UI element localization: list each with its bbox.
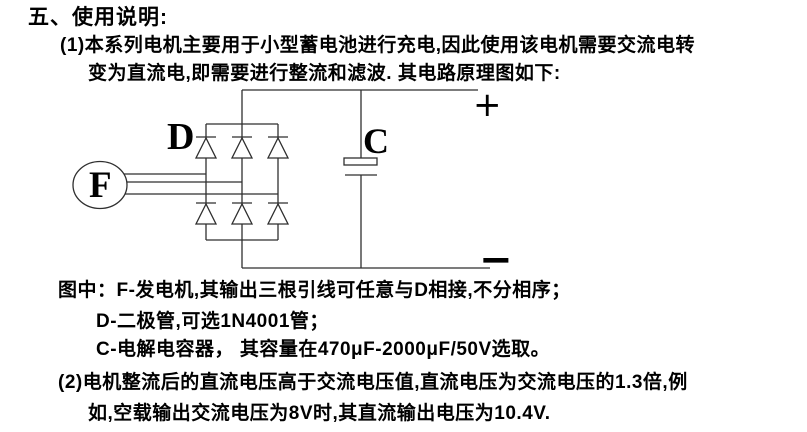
diode-top-1 xyxy=(194,136,218,159)
capacitor-symbol xyxy=(343,90,378,268)
diode-bottom-3 xyxy=(266,202,290,225)
paragraph-2-line-2: 如,空载输出交流电压为8V时,其直流输出电压为10.4V. xyxy=(88,403,551,424)
positive-terminal-label: + xyxy=(473,85,502,125)
paragraph-2-line-1: (2)电机整流后的直流电压高于交流电压值,直流电压为交流电压的1.3倍,例 xyxy=(58,372,688,393)
diode-bottom-1 xyxy=(194,202,218,225)
generator-circle xyxy=(72,160,128,210)
diode-top-3 xyxy=(266,136,290,159)
diode-triangle xyxy=(266,202,290,225)
section-title: 五、使用说明: xyxy=(28,6,168,29)
diode-label: D xyxy=(167,116,195,158)
dc-output-wires xyxy=(241,89,490,269)
diode-triangle xyxy=(194,202,218,225)
diode-triangle xyxy=(266,136,290,159)
legend-diode-line: D-二极管,可选1N4001管； xyxy=(96,311,329,332)
generator-symbol xyxy=(72,160,128,210)
paragraph-1-line-1: (1)本系列电机主要用于小型蓄电池进行充电,因此使用该电机需要交流电转 xyxy=(60,35,696,56)
diode-bottom-2 xyxy=(230,202,254,225)
paragraph-1-line-2: 变为直流电,即需要进行整流和滤波. 其电路原理图如下: xyxy=(88,63,561,84)
generator-label: F xyxy=(89,165,112,206)
phase-wires xyxy=(110,173,278,195)
diode-triangle xyxy=(194,136,218,159)
negative-terminal-label: − xyxy=(479,237,513,283)
legend-capacitor-line: C-电解电容器， 其容量在470μF-2000μF/50V选取。 xyxy=(96,339,551,360)
capacitor-top-plate xyxy=(343,157,378,166)
diode-triangle xyxy=(230,136,254,159)
diode-triangle xyxy=(230,202,254,225)
diode-top-2 xyxy=(230,136,254,159)
capacitor-label: C xyxy=(363,121,389,161)
legend-intro-line: 图中：F-发电机,其输出三根引线可任意与D相接,不分相序； xyxy=(58,280,571,301)
rectifier-bridge xyxy=(194,123,290,241)
